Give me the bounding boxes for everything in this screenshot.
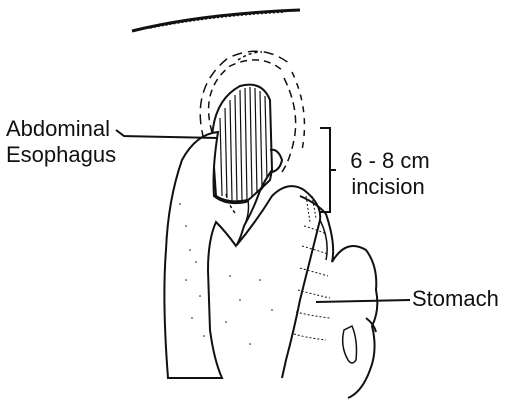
label-abdominal: Abdominal [6,116,110,142]
label-esophagus: Esophagus [6,142,116,168]
label-incision-size: 6 - 8 cm [342,148,438,174]
rib-margin [132,10,300,31]
label-stomach: Stomach [412,286,499,312]
label-incision: incision [340,174,436,200]
incision-bracket [320,128,336,212]
stomach-leader-line [316,300,410,302]
